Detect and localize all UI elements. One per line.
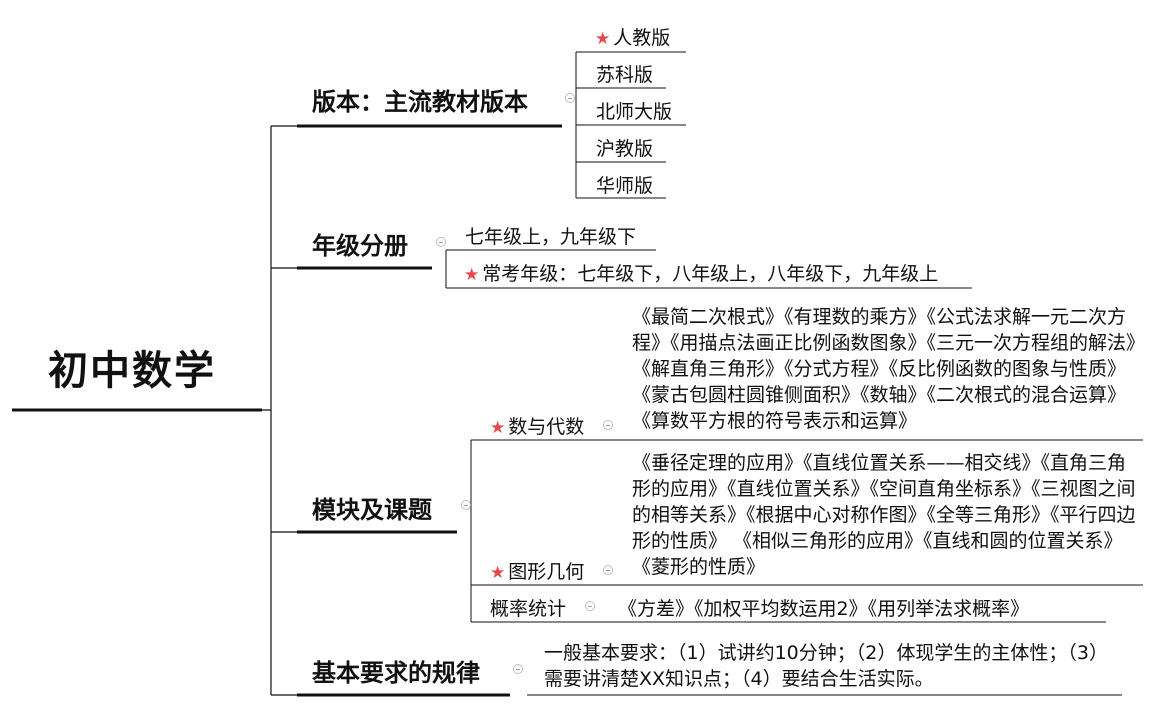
grade-item-label: 七年级上，九年级下 bbox=[465, 226, 637, 248]
version-item[interactable]: 苏科版 bbox=[596, 60, 653, 87]
version-item-label: 苏科版 bbox=[596, 64, 654, 86]
version-item[interactable]: 北师大版 bbox=[596, 97, 672, 124]
collapse-icon[interactable] bbox=[603, 420, 613, 430]
branch-requirements[interactable]: 基本要求的规律 bbox=[312, 653, 480, 688]
version-item[interactable]: 华师版 bbox=[596, 171, 653, 198]
star-icon: ★ bbox=[595, 29, 611, 49]
grade-item[interactable]: 七年级上，九年级下 bbox=[465, 222, 636, 249]
branch-modules[interactable]: 模块及课题 bbox=[312, 490, 432, 525]
version-item-label: 华师版 bbox=[596, 175, 654, 197]
collapse-icon[interactable] bbox=[585, 601, 595, 611]
module-statistics-label: 概率统计 bbox=[490, 598, 567, 620]
collapse-icon[interactable] bbox=[461, 500, 471, 510]
branch-version[interactable]: 版本：主流教材版本 bbox=[312, 82, 528, 117]
star-icon: ★ bbox=[490, 563, 506, 583]
branch-grade[interactable]: 年级分册 bbox=[312, 226, 408, 261]
branch-requirements-label: 基本要求的规律 bbox=[312, 659, 480, 687]
collapse-icon[interactable] bbox=[603, 565, 613, 575]
geometry-topics[interactable]: 《垂径定理的应用》《直线位置关系——相交线》《直角三角形的应用》《直线位置关系》… bbox=[632, 450, 1136, 580]
collapse-icon[interactable] bbox=[565, 93, 575, 103]
grade-item-common[interactable]: ★常考年级：七年级下，八年级上，八年级下，九年级上 bbox=[464, 259, 938, 286]
requirements-text[interactable]: 一般基本要求：（1）试讲约10分钟；（2）体现学生的主体性；（3）需要讲清楚XX… bbox=[544, 640, 1114, 692]
collapse-icon[interactable] bbox=[513, 664, 523, 674]
branch-version-label: 版本：主流教材版本 bbox=[312, 88, 528, 116]
root-label: 初中数学 bbox=[48, 348, 216, 394]
star-icon: ★ bbox=[490, 418, 506, 438]
algebra-topics-text: 《最简二次根式》《有理数的乘方》《公式法求解一元二次方程》《用描点法画正比例函数… bbox=[632, 306, 1136, 432]
star-icon: ★ bbox=[464, 265, 480, 285]
grade-item-label: 常考年级：七年级下，八年级上，八年级下，九年级上 bbox=[482, 263, 939, 285]
version-item-label: 沪教版 bbox=[596, 138, 654, 160]
version-item-label: 人教版 bbox=[613, 27, 671, 49]
version-item-label: 北师大版 bbox=[596, 101, 673, 123]
root-node[interactable]: 初中数学 bbox=[48, 338, 216, 396]
branch-modules-label: 模块及课题 bbox=[312, 496, 432, 524]
statistics-topics[interactable]: 《方差》《加权平均数运用2》《用列举法求概率》 bbox=[618, 594, 1029, 621]
module-geometry-label: 图形几何 bbox=[508, 561, 585, 583]
collapse-icon[interactable] bbox=[436, 237, 446, 247]
version-item[interactable]: ★人教版 bbox=[595, 23, 670, 50]
module-algebra[interactable]: ★数与代数 bbox=[490, 412, 584, 439]
module-statistics[interactable]: 概率统计 bbox=[490, 594, 566, 621]
branch-grade-label: 年级分册 bbox=[312, 232, 408, 260]
version-item[interactable]: 沪教版 bbox=[596, 134, 653, 161]
algebra-topics[interactable]: 《最简二次根式》《有理数的乘方》《公式法求解一元二次方程》《用描点法画正比例函数… bbox=[632, 304, 1136, 434]
statistics-topics-text: 《方差》《加权平均数运用2》《用列举法求概率》 bbox=[618, 598, 1030, 620]
module-geometry[interactable]: ★图形几何 bbox=[490, 557, 584, 584]
module-algebra-label: 数与代数 bbox=[508, 416, 585, 438]
requirements-text-content: 一般基本要求：（1）试讲约10分钟；（2）体现学生的主体性；（3）需要讲清楚XX… bbox=[544, 642, 1108, 690]
geometry-topics-text: 《垂径定理的应用》《直线位置关系——相交线》《直角三角形的应用》《直线位置关系》… bbox=[632, 452, 1136, 578]
